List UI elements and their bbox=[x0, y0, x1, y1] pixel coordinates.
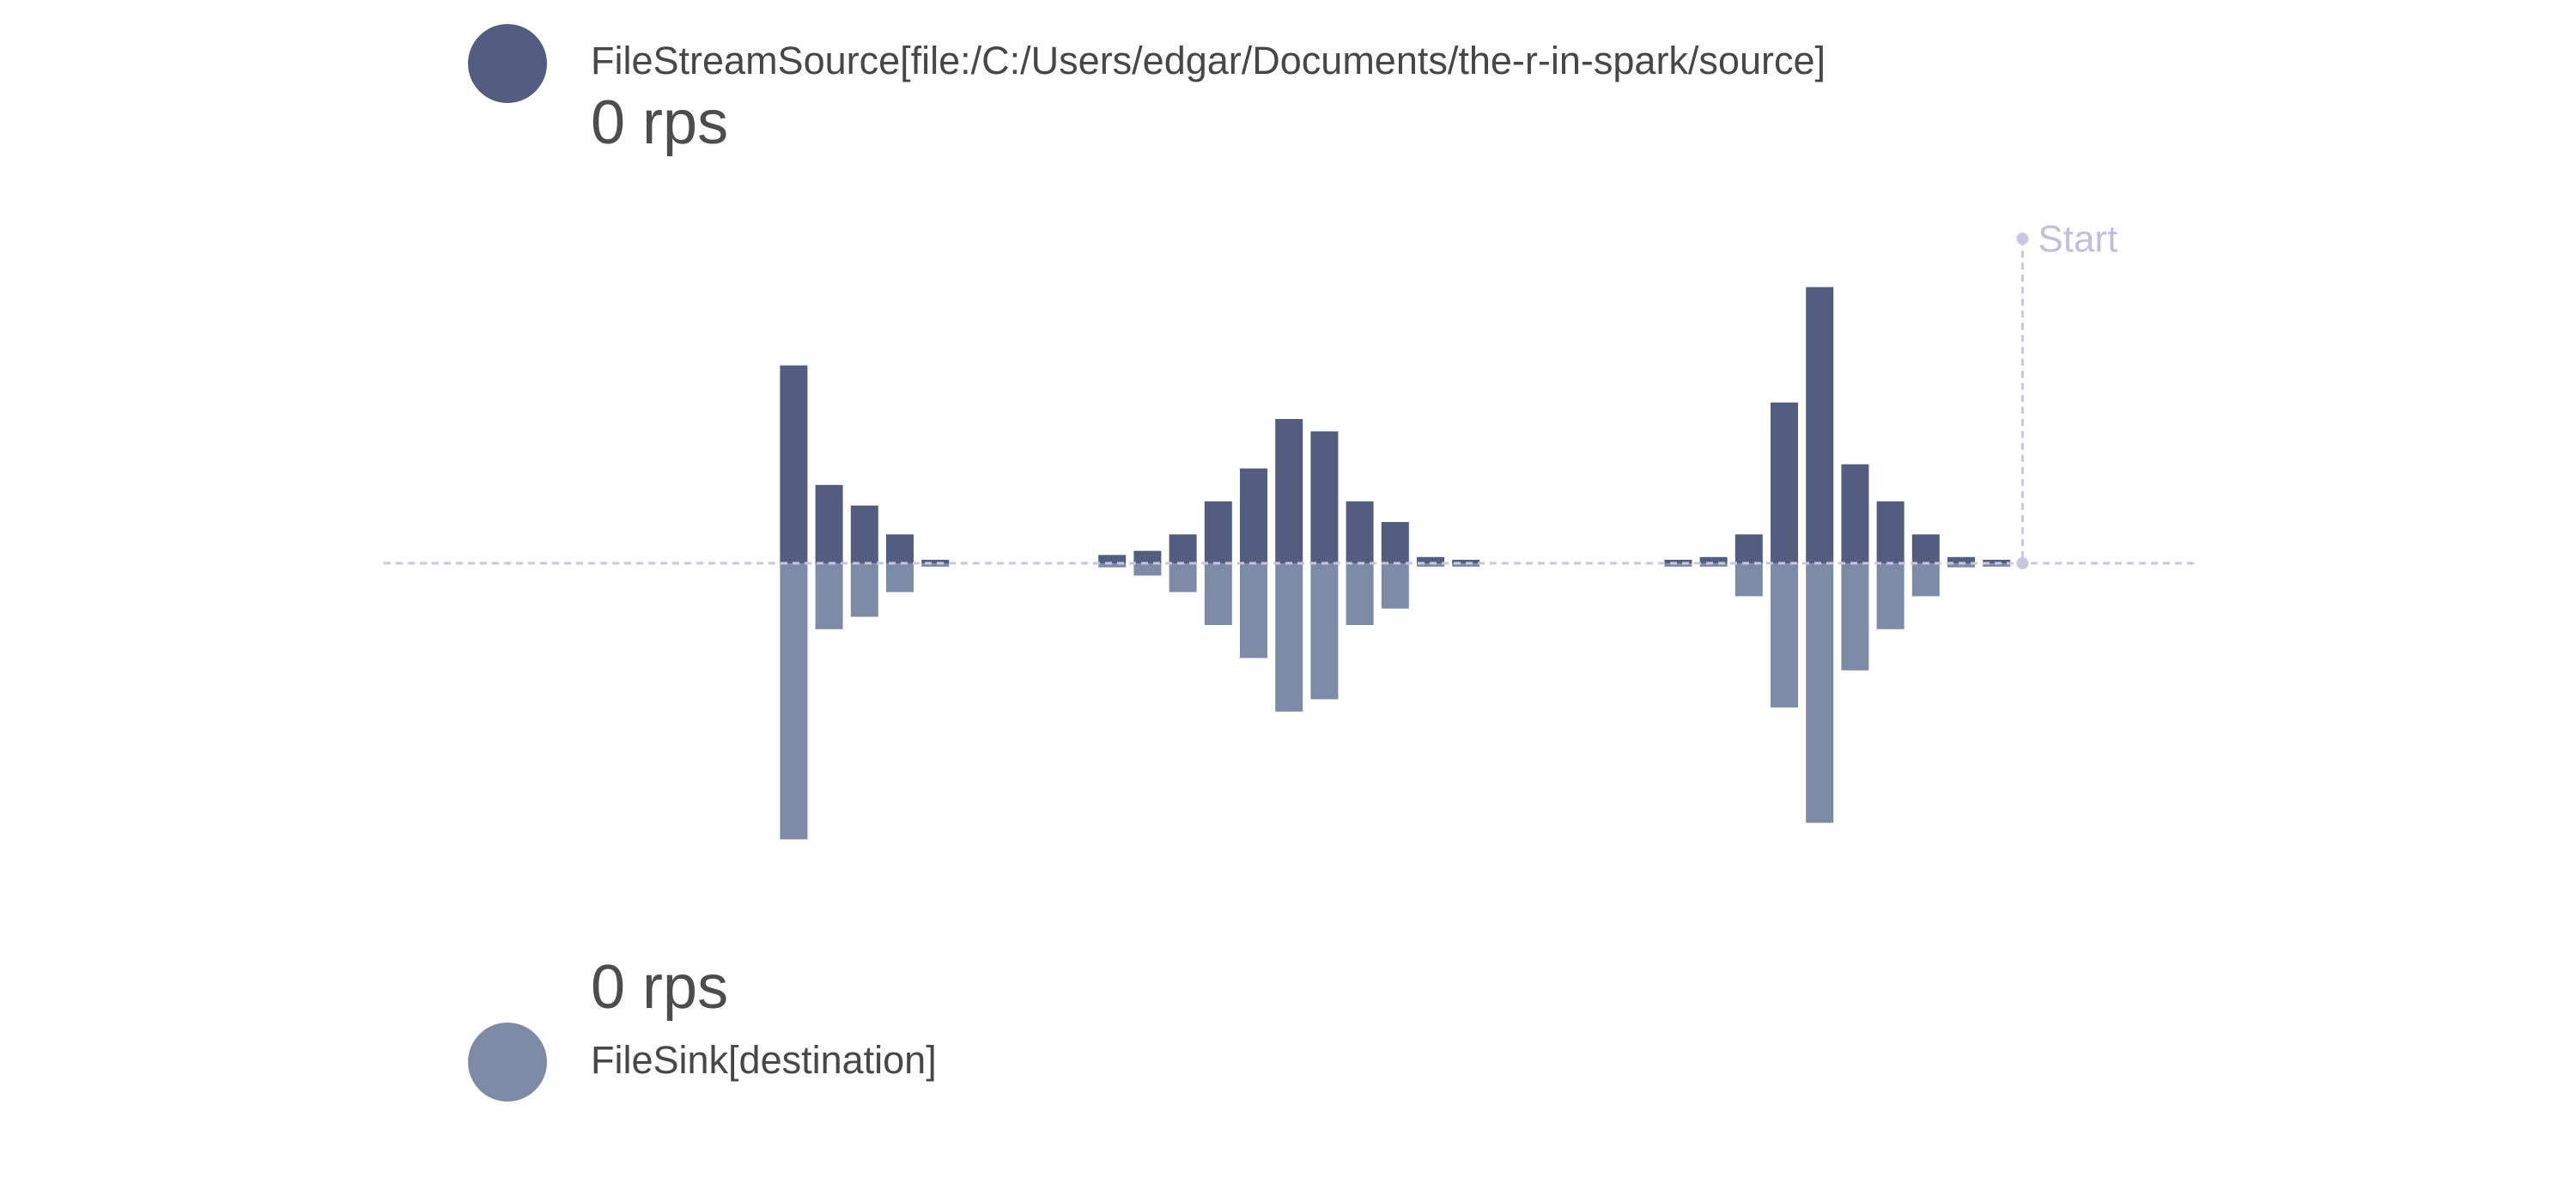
source-bar bbox=[850, 505, 878, 563]
source-bar bbox=[1735, 534, 1763, 563]
sink-bar bbox=[1699, 563, 1728, 567]
sink-bar bbox=[1169, 563, 1197, 592]
source-bars bbox=[780, 287, 2011, 563]
sink-bar bbox=[1381, 563, 1409, 609]
sink-rate: 0 rps bbox=[591, 953, 729, 1022]
sink-bar bbox=[780, 563, 808, 840]
sink-bar bbox=[1452, 563, 1480, 567]
sink-bar bbox=[1735, 563, 1763, 597]
sink-bar bbox=[886, 563, 914, 592]
sink-name: FileSink[destination] bbox=[591, 1038, 937, 1082]
sink-bar bbox=[1947, 563, 1975, 568]
source-bar bbox=[815, 484, 843, 563]
source-name: FileStreamSource[file:/C:/Users/edgar/Do… bbox=[591, 39, 1826, 82]
source-bar bbox=[1417, 556, 1444, 563]
sink-bar bbox=[1204, 563, 1232, 625]
sink-bar bbox=[1841, 563, 1869, 671]
sink-bar bbox=[1771, 563, 1798, 707]
sink-bar bbox=[1346, 563, 1374, 625]
source-bar bbox=[1310, 431, 1339, 563]
source-bar bbox=[1133, 550, 1162, 563]
sink-bar bbox=[1310, 563, 1339, 700]
source-bar bbox=[1240, 468, 1267, 563]
sink-bar bbox=[815, 563, 843, 629]
source-bar bbox=[1381, 522, 1409, 563]
source-bar bbox=[921, 560, 950, 563]
sink-bar bbox=[1133, 563, 1162, 576]
source-bar bbox=[886, 534, 914, 563]
source-bar bbox=[1876, 501, 1905, 563]
source-bar bbox=[1841, 464, 1869, 563]
start-label: Start bbox=[2038, 218, 2117, 260]
start-marker-base-dot bbox=[2016, 557, 2029, 569]
sink-bar bbox=[1911, 563, 1940, 597]
source-bar bbox=[1098, 555, 1127, 563]
sink-bar bbox=[1876, 563, 1905, 629]
source-bar bbox=[1699, 556, 1728, 563]
source-bar bbox=[1204, 501, 1232, 563]
sink-bar bbox=[850, 563, 878, 617]
source-bar bbox=[1806, 287, 1834, 563]
sink-bar bbox=[1240, 563, 1267, 659]
source-bar bbox=[1169, 534, 1197, 563]
source-bar bbox=[1275, 419, 1303, 563]
source-bar bbox=[1346, 501, 1374, 563]
sink-bar bbox=[921, 563, 950, 567]
source-bar bbox=[1983, 560, 2011, 563]
sink-bars bbox=[780, 563, 2011, 840]
sink-bar bbox=[1983, 563, 2011, 567]
source-bar bbox=[1947, 556, 1975, 563]
start-marker-dot bbox=[2016, 233, 2029, 245]
sink-bar bbox=[1664, 563, 1692, 567]
source-legend-dot bbox=[468, 24, 547, 103]
source-bar bbox=[1771, 402, 1798, 563]
sink-legend-dot bbox=[468, 1023, 547, 1102]
source-bar bbox=[1664, 560, 1692, 563]
source-bar bbox=[780, 365, 808, 563]
sink-bar bbox=[1806, 563, 1834, 823]
sink-bar bbox=[1275, 563, 1303, 712]
source-rate: 0 rps bbox=[591, 88, 729, 157]
sink-bar bbox=[1098, 563, 1127, 568]
source-bar bbox=[1452, 560, 1480, 563]
source-bar bbox=[1911, 534, 1940, 563]
sink-bar bbox=[1417, 563, 1444, 567]
